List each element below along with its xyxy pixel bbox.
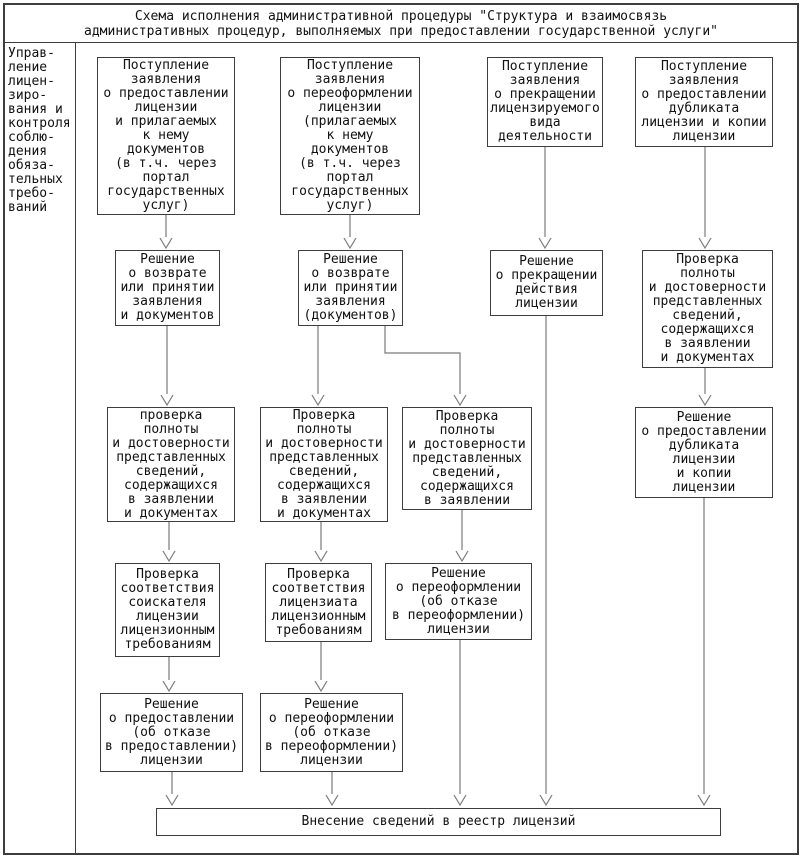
node-application-license-grant: Поступление заявления о предоставлении л… [97,57,235,215]
node-check-applicant-compliance: Проверка соответствия соискателя лицензи… [115,563,220,657]
node-application-activity-termination: Поступление заявления о прекращении лице… [487,57,603,147]
node-verify-completeness-reissue: Проверка полноты и достоверности предста… [260,407,388,522]
sidebar-department-label: Управ- ление лицен- зиро- вания и контро… [8,46,71,215]
node-check-licensee-compliance: Проверка соответствия лицензиата лицензи… [265,563,372,642]
diagram-title: Схема исполнения административной процед… [84,8,718,39]
node-decision-duplicate-copy: Решение о предоставлении дубликата лицен… [635,407,773,498]
node-check-completeness-docs: Проверка полноты и достоверности предста… [642,250,773,368]
node-decision-reissue-refuse-final: Решение о переоформлении (об отказе в пе… [260,693,403,772]
node-decision-reissue-refuse: Решение о переоформлении (об отказе в пе… [385,563,532,640]
title-divider [3,42,799,43]
node-decision-return-accept-documents: Решение о возврате или принятии заявлени… [298,250,403,326]
node-verify-completeness-grant: проверка полноты и достоверности предста… [107,407,235,522]
node-decision-grant-refuse: Решение о предоставлении (об отказе в пр… [100,693,243,772]
node-application-duplicate-copy: Поступление заявления о предоставлении д… [635,57,773,147]
outer-border [3,3,799,855]
node-decision-return-accept-docs: Решение о возврате или принятии заявлени… [115,250,220,326]
node-register-entry: Внесение сведений в реестр лицензий [156,808,721,836]
node-verify-completeness-application: Проверка полноты и достоверности предста… [402,407,532,510]
node-decision-license-termination: Решение о прекращении действия лицензии [490,250,603,316]
sidebar-divider [75,43,76,853]
node-application-license-reissue: Поступление заявления о переоформлении л… [280,57,420,215]
